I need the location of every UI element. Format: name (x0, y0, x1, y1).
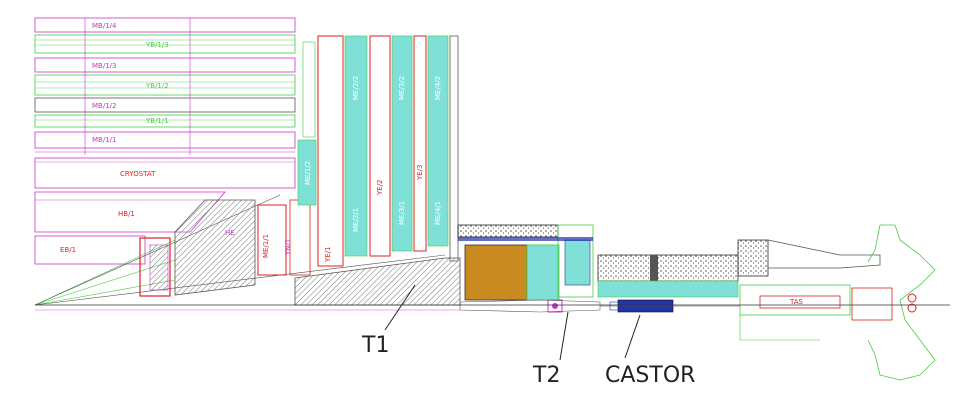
label-mb-1-1: MB/1/1 (92, 136, 116, 144)
label-me-1-2: ME/1/2 (304, 161, 312, 185)
label-castor: CASTOR (605, 363, 695, 388)
label-t2: T2 (532, 363, 560, 388)
label-tas: TAS (789, 298, 804, 306)
beam-line (35, 299, 950, 313)
label-me-3-2: ME/3/2 (398, 76, 406, 100)
label-yb-1-1: YB/1/1 (145, 117, 169, 125)
label-t1: T1 (361, 333, 389, 358)
label-ye-1: YE/1 (324, 246, 332, 263)
t1-telescope (294, 257, 461, 306)
label-me-1-1: ME/1/1 (262, 234, 270, 258)
label-me-2-2: ME/2/2 (352, 76, 360, 100)
label-yb-1-3: YB/1/3 (145, 41, 169, 49)
label-he: HE (225, 229, 235, 237)
label-cryostat: CRYOSTAT (120, 170, 156, 178)
label-mb-1-2: MB/1/2 (92, 102, 116, 110)
label-me-3-1: ME/3/1 (398, 201, 406, 225)
label-me-4-2: ME/4/2 (434, 76, 442, 100)
label-yn-1: YN/1 (284, 239, 292, 256)
tas-region (739, 224, 936, 381)
label-pointers (384, 284, 641, 361)
forward-calorimeter (457, 224, 594, 301)
label-me-4-1: ME/4/1 (434, 201, 442, 225)
barrel-muon-stack (34, 17, 296, 155)
label-mb-1-4: MB/1/4 (92, 22, 117, 30)
label-eb-1: EB/1 (60, 246, 76, 254)
label-hb-1: HB/1 (118, 210, 135, 218)
shielding (597, 239, 881, 298)
label-me-2-1: ME/2/1 (352, 208, 360, 232)
cryostat (34, 157, 296, 189)
endcap-disks (257, 35, 459, 276)
hadron-endcap (139, 199, 256, 297)
label-ye-3: YE/3 (416, 164, 424, 181)
label-ye-2: YE/2 (376, 179, 384, 196)
label-mb-1-3: MB/1/3 (92, 62, 116, 70)
ecal-barrel (34, 235, 146, 265)
label-yb-1-2: YB/1/2 (145, 82, 169, 90)
t2-telescope (547, 299, 563, 313)
